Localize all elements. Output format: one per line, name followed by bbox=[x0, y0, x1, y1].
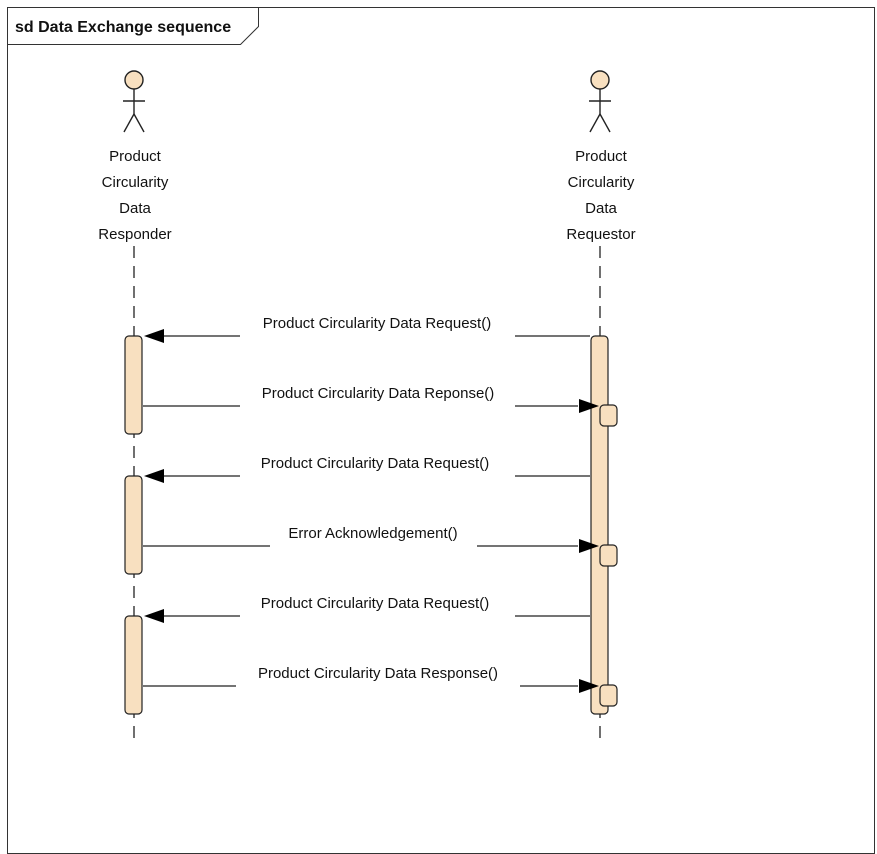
frame-title-tab bbox=[7, 7, 259, 45]
message-label: Product Circularity Data Request() bbox=[263, 315, 491, 332]
message-label: Product Circularity Data Response() bbox=[258, 665, 498, 682]
message: Product Circularity Data Request() bbox=[144, 595, 590, 623]
stick-figure-icon bbox=[589, 70, 611, 133]
actor-responder: Product Circularity Data Responder bbox=[98, 70, 172, 243]
actor-name-line: Responder bbox=[98, 226, 171, 243]
message: Product Circularity Data Reponse() bbox=[143, 385, 599, 413]
message: Product Circularity Data Request() bbox=[144, 315, 590, 343]
stick-figure-icon bbox=[123, 70, 145, 133]
arrowhead-icon bbox=[144, 609, 164, 623]
actor-name-line: Product bbox=[109, 148, 162, 165]
actor-name-line: Requestor bbox=[566, 226, 635, 243]
arrowhead-icon bbox=[144, 329, 164, 343]
actor-requestor: Product Circularity Data Requestor bbox=[566, 70, 636, 243]
message-label: Product Circularity Data Request() bbox=[261, 595, 489, 612]
message: Product Circularity Data Response() bbox=[143, 665, 599, 693]
activation-requestor-nested bbox=[599, 544, 618, 567]
message: Error Acknowledgement() bbox=[143, 525, 599, 553]
message: Product Circularity Data Request() bbox=[144, 455, 590, 483]
activation-requestor-nested bbox=[599, 684, 618, 707]
arrowhead-icon bbox=[144, 469, 164, 483]
frame-title: sd Data Exchange sequence bbox=[15, 19, 231, 36]
message-label: Product Circularity Data Request() bbox=[261, 455, 489, 472]
activation-responder bbox=[124, 615, 143, 715]
activation-requestor bbox=[590, 335, 609, 715]
arrowhead-icon bbox=[579, 539, 599, 553]
message-label: Product Circularity Data Reponse() bbox=[262, 385, 495, 402]
arrowhead-icon bbox=[579, 399, 599, 413]
activation-requestor-nested bbox=[599, 404, 618, 427]
activation-responder bbox=[124, 335, 143, 435]
actor-name-line: Circularity bbox=[102, 174, 169, 191]
actor-name-line: Circularity bbox=[568, 174, 635, 191]
actor-name-line: Product bbox=[575, 148, 628, 165]
message-label: Error Acknowledgement() bbox=[288, 525, 457, 542]
actor-name-line: Data bbox=[585, 200, 617, 217]
actor-name-line: Data bbox=[119, 200, 151, 217]
activation-responder bbox=[124, 475, 143, 575]
arrowhead-icon bbox=[579, 679, 599, 693]
